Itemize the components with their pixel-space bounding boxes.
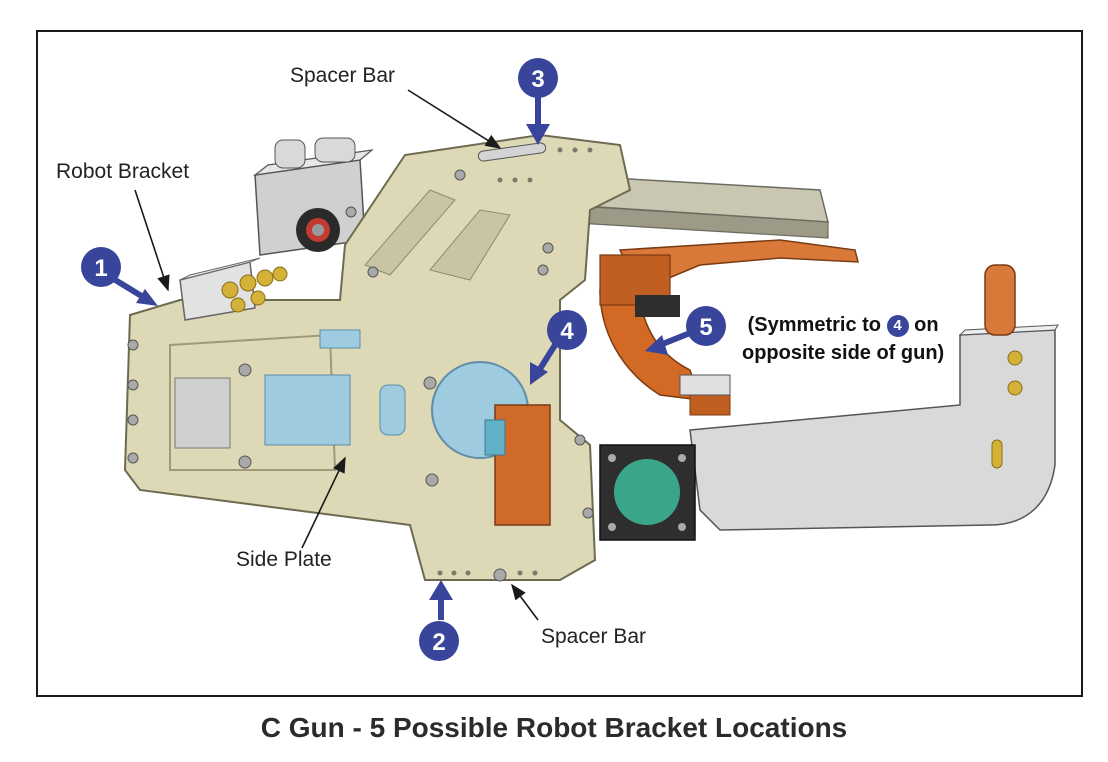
marker-4: 4 — [530, 310, 587, 385]
figure-caption: C Gun - 5 Possible Robot Bracket Locatio… — [260, 712, 848, 743]
transformer-block — [599, 374, 731, 541]
label-robot-bracket: Robot Bracket — [56, 160, 190, 183]
marker-1-number: 1 — [94, 255, 107, 282]
marker-2: 2 — [419, 580, 459, 661]
leader-lines — [134, 89, 539, 621]
symmetric-note-line1: (Symmetric to 4 on — [742, 311, 944, 339]
symmetric-note-prefix: (Symmetric to — [747, 314, 882, 336]
marker-5-number: 5 — [699, 314, 712, 341]
symmetric-note-suffix: on — [914, 314, 939, 336]
location-markers: 1 2 3 4 5 — [81, 58, 726, 661]
center-copper-parts — [484, 295, 731, 526]
symmetric-note: (Symmetric to 4 on opposite side of gun) — [742, 311, 944, 367]
label-spacer-bar-bottom: Spacer Bar — [541, 625, 647, 648]
marker-3-number: 3 — [531, 66, 544, 93]
spacer-bar-top — [477, 142, 547, 162]
actuator-cylinder — [252, 137, 375, 256]
marker-2-number: 2 — [432, 629, 445, 656]
label-spacer-bar-top: Spacer Bar — [290, 64, 396, 87]
robot-bracket-block — [179, 257, 288, 321]
marker-3: 3 — [518, 58, 558, 145]
marker-1: 1 — [81, 247, 158, 306]
symmetric-note-marker-ref: 4 — [886, 315, 909, 337]
marker-5: 5 — [645, 306, 726, 355]
marker-4-number: 4 — [560, 318, 574, 345]
symmetric-note-line2: opposite side of gun) — [742, 342, 945, 364]
side-plate — [123, 133, 632, 582]
lower-arm — [689, 264, 1059, 531]
label-side-plate: Side Plate — [236, 548, 332, 571]
